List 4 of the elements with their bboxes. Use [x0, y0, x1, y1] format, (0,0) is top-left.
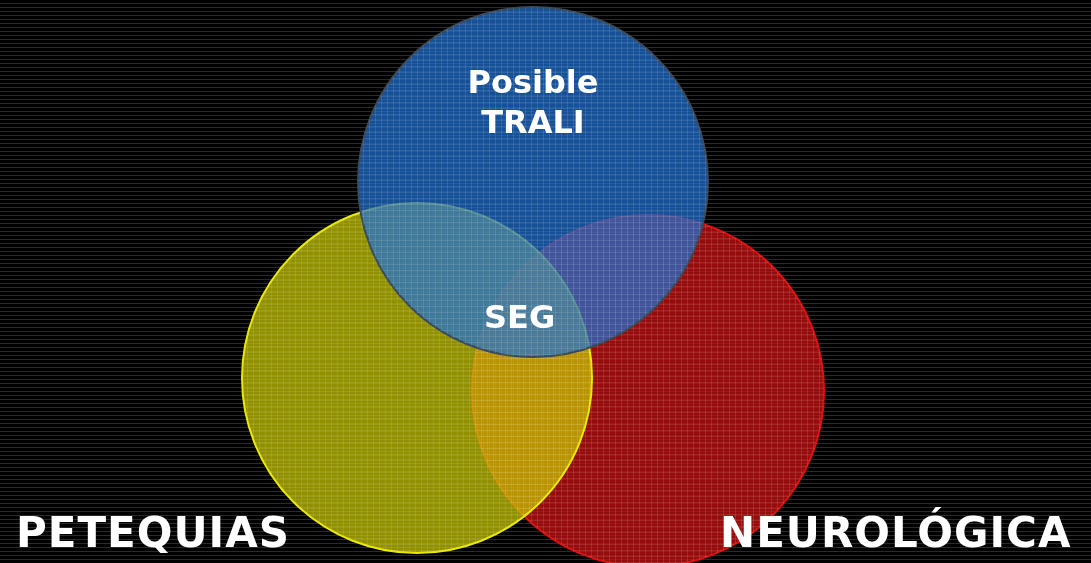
- intersection-label: SEG: [484, 298, 556, 336]
- venn-circle: [357, 6, 709, 358]
- category-label: PETEQUIAS: [16, 508, 290, 557]
- circle-label: Posible TRALI: [466, 62, 600, 142]
